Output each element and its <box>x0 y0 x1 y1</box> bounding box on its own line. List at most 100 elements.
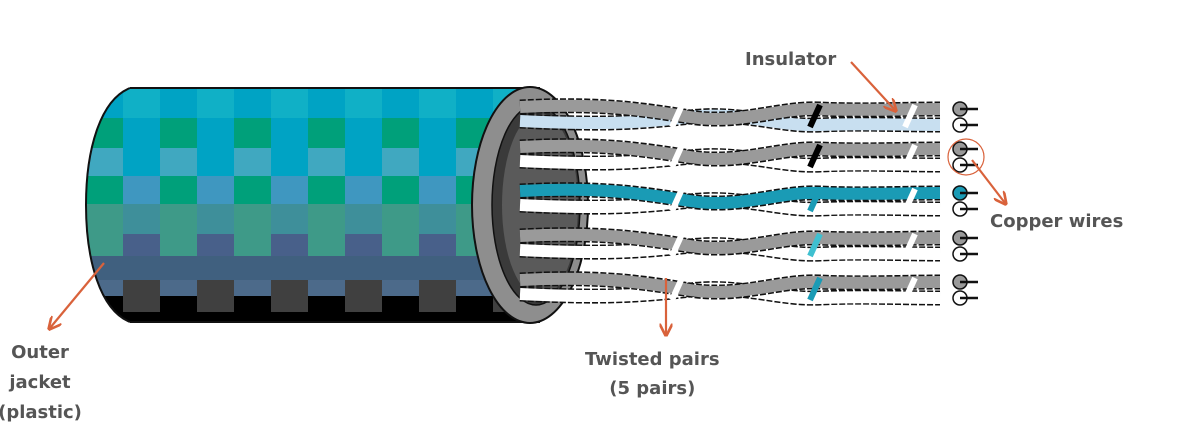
jacket-tile <box>271 176 308 204</box>
jacket-tile <box>382 148 419 176</box>
outer-jacket <box>86 88 540 322</box>
jacket-tile <box>419 118 456 148</box>
jacket-tile <box>86 176 123 204</box>
jacket-tile <box>345 256 382 280</box>
jacket-tile <box>345 296 382 312</box>
jacket-tile <box>86 234 123 256</box>
wire-stripe <box>669 143 685 169</box>
jacket-tile <box>234 118 271 148</box>
wire-stripe <box>902 232 918 258</box>
jacket-tile <box>382 280 419 296</box>
outer-jacket-label-line1: Outer <box>11 342 69 363</box>
jacket-tile <box>308 88 345 118</box>
jacket-tile <box>382 256 419 280</box>
wire-stripe <box>807 103 823 129</box>
jacket-tile <box>345 88 382 118</box>
jacket-tile <box>160 280 197 296</box>
twisted-pair <box>519 227 978 262</box>
jacket-tile <box>197 88 234 118</box>
jacket-tile <box>234 204 271 234</box>
jacket-tile <box>308 256 345 280</box>
jacket-tile <box>86 204 123 234</box>
jacket-tile <box>419 312 456 322</box>
jacket-tile <box>308 148 345 176</box>
wire-insulator <box>519 272 941 299</box>
jacket-tile <box>123 256 160 280</box>
jacket-tile <box>456 296 493 312</box>
jacket-tile <box>160 234 197 256</box>
jacket-tile <box>234 148 271 176</box>
jacket-tile <box>271 88 308 118</box>
copper-wires-label: Copper wires <box>990 211 1124 232</box>
jacket-tile <box>308 204 345 234</box>
jacket-tile <box>382 312 419 322</box>
jacket-tile <box>234 234 271 256</box>
jacket-tile <box>160 118 197 148</box>
jacket-tile <box>123 176 160 204</box>
jacket-tile <box>345 280 382 296</box>
jacket-tile <box>123 118 160 148</box>
jacket-tile <box>345 118 382 148</box>
jacket-tile <box>271 296 308 312</box>
copper-wire-highlight-circle <box>947 138 985 176</box>
jacket-tile <box>123 88 160 118</box>
jacket-tile <box>123 234 160 256</box>
jacket-tile <box>419 256 456 280</box>
jacket-tile <box>271 118 308 148</box>
jacket-tile <box>197 148 234 176</box>
wire-stripe <box>669 187 685 213</box>
jacket-tile <box>345 204 382 234</box>
outer-jacket-outline <box>84 87 540 323</box>
jacket-tile <box>345 234 382 256</box>
insulator-label: Insulator <box>745 49 837 70</box>
jacket-tile <box>123 148 160 176</box>
jacket-tile <box>160 148 197 176</box>
jacket-tile <box>271 148 308 176</box>
twisted-pair <box>519 98 978 133</box>
jacket-tile <box>197 256 234 280</box>
jacket-tile <box>308 280 345 296</box>
wire-stripe <box>902 276 918 302</box>
wire-stripe <box>669 276 685 302</box>
jacket-tile <box>197 296 234 312</box>
wire-insulator <box>519 228 941 255</box>
jacket-tile <box>419 148 456 176</box>
jacket-tile <box>123 312 160 322</box>
jacket-tile <box>271 204 308 234</box>
jacket-tile <box>160 256 197 280</box>
jacket-tile <box>160 176 197 204</box>
jacket-tile <box>234 88 271 118</box>
outer-jacket-label-line3: (plastic) <box>0 402 82 423</box>
jacket-tile <box>382 118 419 148</box>
jacket-tile <box>234 256 271 280</box>
jacket-tile <box>419 176 456 204</box>
twisted-pair <box>519 271 978 306</box>
wire-insulator <box>519 139 941 166</box>
jacket-tile <box>271 312 308 322</box>
jacket-tile <box>234 312 271 322</box>
jacket-tile <box>382 176 419 204</box>
outer-jacket-label-line2: jacket <box>9 372 71 393</box>
twisted-pairs <box>519 98 978 306</box>
jacket-tile <box>234 176 271 204</box>
jacket-tile <box>160 88 197 118</box>
twisted-pairs-label-line1: Twisted pairs <box>585 349 720 370</box>
twisted-pairs-label: Twisted pairs (5 pairs) <box>585 345 720 403</box>
jacket-tile <box>271 256 308 280</box>
jacket-tile <box>86 118 123 148</box>
jacket-tile <box>160 204 197 234</box>
wire-stripe <box>807 276 823 302</box>
twisted-pairs-label-line2: (5 pairs) <box>609 378 696 399</box>
jacket-tile <box>271 234 308 256</box>
jacket-tile <box>419 280 456 296</box>
jacket-tile <box>345 176 382 204</box>
jacket-tile <box>86 280 123 296</box>
jacket-tile <box>382 296 419 312</box>
jacket-tile <box>456 312 493 322</box>
jacket-tile <box>123 204 160 234</box>
wire-stripe <box>902 187 918 213</box>
jacket-tile <box>234 296 271 312</box>
jacket-tile <box>308 234 345 256</box>
wire-stripe <box>807 143 823 169</box>
